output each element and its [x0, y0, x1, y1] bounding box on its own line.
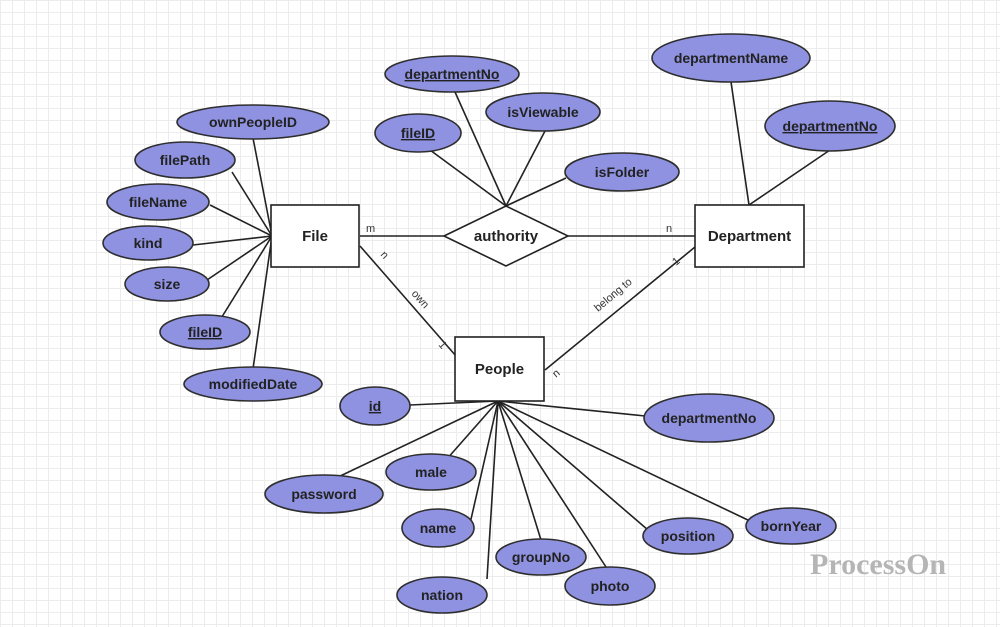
relationship-authority[interactable]: authority — [442, 205, 570, 267]
link-people-photo — [497, 400, 607, 568]
link-filepath — [231, 171, 273, 237]
link-dept-departmentno — [748, 149, 831, 206]
attribute-people-id-label: id — [369, 398, 381, 414]
link-people-male — [445, 400, 499, 461]
link-kind — [192, 235, 273, 246]
link-people-name — [468, 400, 499, 529]
link-filename — [209, 204, 273, 237]
link-people-nation — [486, 400, 499, 580]
attribute-password[interactable]: password — [264, 474, 384, 514]
entity-department-label: Department — [708, 228, 791, 245]
relationship-authority-label: authority — [474, 228, 539, 245]
attribute-groupno-label: groupNo — [512, 549, 570, 565]
entity-people-label: People — [475, 361, 524, 378]
attribute-photo[interactable]: photo — [564, 566, 656, 606]
link-ownpeopleid — [252, 137, 273, 237]
attribute-isfolder-label: isFolder — [595, 164, 650, 180]
attribute-size[interactable]: size — [124, 266, 210, 302]
link-auth-fileid — [429, 149, 507, 207]
attribute-departmentname[interactable]: departmentName — [651, 33, 811, 83]
entity-file[interactable]: File — [270, 204, 360, 268]
attribute-file-fileid[interactable]: fileID — [159, 314, 251, 350]
entity-file-label: File — [302, 228, 328, 245]
attribute-kind[interactable]: kind — [102, 225, 194, 261]
attribute-departmentname-label: departmentName — [674, 50, 789, 66]
attribute-isviewable-label: isViewable — [507, 104, 579, 120]
attribute-nation[interactable]: nation — [396, 576, 488, 614]
attribute-photo-label: photo — [591, 578, 630, 594]
processon-watermark: ProcessOn — [810, 548, 947, 581]
attribute-bornyear-label: bornYear — [761, 518, 822, 534]
attribute-department-departmentno[interactable]: departmentNo — [764, 100, 896, 152]
attribute-male-label: male — [415, 464, 447, 480]
relation-label-own: own — [409, 288, 431, 311]
attribute-name[interactable]: name — [401, 508, 475, 548]
attribute-authority-fileid-label: fileID — [401, 125, 435, 141]
attribute-modifieddate[interactable]: modifiedDate — [183, 366, 323, 402]
relation-label-belong-to: belong to — [592, 276, 634, 314]
link-fileid — [219, 235, 273, 321]
attribute-groupno[interactable]: groupNo — [495, 538, 587, 576]
attribute-file-fileid-label: fileID — [188, 324, 222, 340]
attribute-position-label: position — [661, 528, 715, 544]
link-people-position — [497, 400, 649, 531]
link-people-groupno — [497, 400, 542, 541]
link-people-bornyear — [497, 400, 751, 522]
link-modifieddate — [252, 235, 273, 370]
entity-people[interactable]: People — [454, 336, 545, 402]
attribute-nation-label: nation — [421, 587, 463, 603]
attribute-filepath-label: filePath — [160, 152, 211, 168]
cardinality-authority-department: n — [666, 223, 672, 235]
attribute-authority-fileid[interactable]: fileID — [374, 113, 462, 153]
attribute-male[interactable]: male — [385, 453, 477, 491]
attribute-authority-departmentno[interactable]: departmentNo — [384, 55, 520, 93]
attribute-ownpeopleid[interactable]: ownPeopleID — [176, 104, 330, 140]
link-auth-departmentno — [454, 91, 507, 207]
attribute-people-departmentno-label: departmentNo — [662, 410, 757, 426]
link-size — [206, 235, 273, 281]
link-people-departmentno — [497, 400, 646, 417]
link-department-belongto-people — [544, 246, 696, 371]
attribute-position[interactable]: position — [642, 517, 734, 555]
entity-department[interactable]: Department — [694, 204, 805, 268]
attribute-department-departmentno-label: departmentNo — [783, 118, 878, 134]
link-people-password — [335, 400, 499, 479]
cardinality-file-own: n — [378, 249, 391, 262]
attribute-filepath[interactable]: filePath — [134, 141, 236, 179]
cardinality-file-authority: m — [366, 223, 375, 235]
link-departmentname — [730, 81, 750, 206]
cardinality-belong-people: n — [550, 367, 562, 380]
attribute-authority-departmentno-label: departmentNo — [405, 66, 500, 82]
attribute-isfolder[interactable]: isFolder — [564, 152, 680, 192]
attribute-people-id[interactable]: id — [339, 386, 411, 426]
attribute-ownpeopleid-label: ownPeopleID — [209, 114, 297, 130]
link-file-own-people — [359, 245, 457, 357]
attribute-kind-label: kind — [134, 235, 163, 251]
link-auth-isviewable — [505, 130, 546, 207]
attribute-size-label: size — [154, 276, 181, 292]
attribute-password-label: password — [291, 486, 356, 502]
attribute-modifieddate-label: modifiedDate — [209, 376, 298, 392]
attribute-filename-label: fileName — [129, 194, 188, 210]
attribute-people-departmentno[interactable]: departmentNo — [643, 393, 775, 443]
attribute-filename[interactable]: fileName — [106, 183, 210, 221]
attribute-name-label: name — [420, 520, 457, 536]
attribute-bornyear[interactable]: bornYear — [745, 507, 837, 545]
cardinality-own-people: 1 — [436, 339, 449, 352]
attribute-isviewable[interactable]: isViewable — [485, 92, 601, 132]
link-auth-isfolder — [505, 177, 567, 207]
